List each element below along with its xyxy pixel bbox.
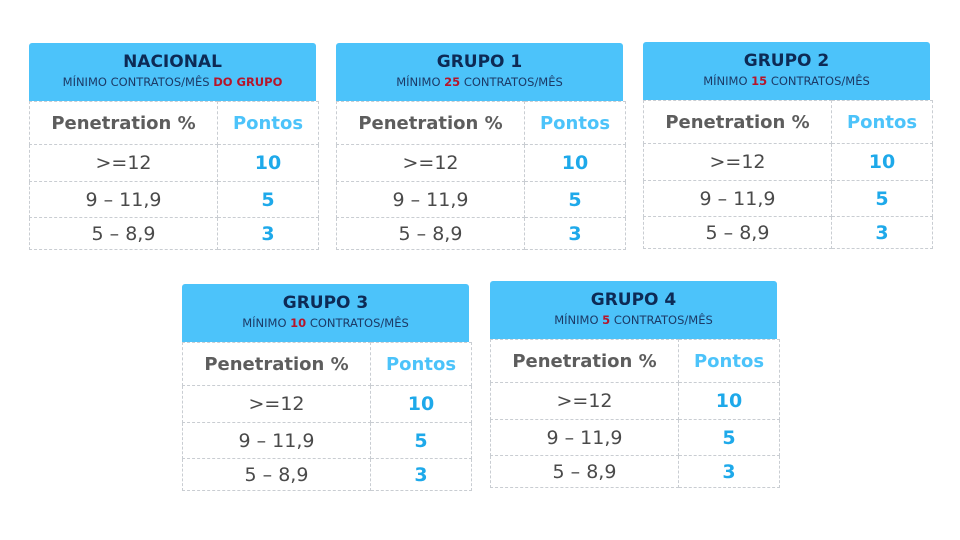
table-row: 9 – 11,9 5 <box>490 419 780 456</box>
header-penetration: Penetration % <box>490 339 679 383</box>
header-pontos: Pontos <box>524 101 626 145</box>
card-subtitle: MÍNIMO 10 CONTRATOS/MÊS <box>182 315 469 332</box>
range-cell: 5 – 8,9 <box>643 216 832 249</box>
subtitle-prefix: MÍNIMO CONTRATOS/MÊS <box>62 75 214 89</box>
header-pontos: Pontos <box>831 100 933 144</box>
range-cell: 5 – 8,9 <box>336 217 525 250</box>
card-grupo-2: GRUPO 2 MÍNIMO 15 CONTRATOS/MÊS Penetrat… <box>643 42 933 249</box>
card-header: GRUPO 1 MÍNIMO 25 CONTRATOS/MÊS <box>336 43 623 101</box>
table-header-row: Penetration % Pontos <box>490 339 780 383</box>
table-row: 9 – 11,9 5 <box>29 181 319 218</box>
card-title: GRUPO 2 <box>743 51 830 71</box>
range-cell: 5 – 8,9 <box>182 458 371 491</box>
card-grupo-3: GRUPO 3 MÍNIMO 10 CONTRATOS/MÊS Penetrat… <box>182 284 472 491</box>
subtitle-suffix: CONTRATOS/MÊS <box>610 313 713 327</box>
table-row: 5 – 8,9 3 <box>182 458 472 491</box>
card-subtitle: MÍNIMO 25 CONTRATOS/MÊS <box>336 74 623 91</box>
subtitle-highlight: 15 <box>751 74 768 88</box>
table-row: >=12 10 <box>490 382 780 420</box>
table-row: 5 – 8,9 3 <box>336 217 626 250</box>
card-header: GRUPO 2 MÍNIMO 15 CONTRATOS/MÊS <box>643 42 930 100</box>
card-title: GRUPO 4 <box>590 290 677 310</box>
header-penetration: Penetration % <box>29 101 218 145</box>
subtitle-highlight: DO GRUPO <box>213 75 283 89</box>
points-table: Penetration % Pontos >=12 10 9 – 11,9 5 … <box>29 101 319 250</box>
points-table: Penetration % Pontos >=12 10 9 – 11,9 5 … <box>182 342 472 491</box>
table-row: 5 – 8,9 3 <box>643 216 933 249</box>
range-cell: >=12 <box>490 382 679 420</box>
table-row: 5 – 8,9 3 <box>29 217 319 250</box>
subtitle-prefix: MÍNIMO <box>242 316 291 330</box>
subtitle-highlight: 10 <box>290 316 307 330</box>
header-pontos: Pontos <box>678 339 780 383</box>
range-cell: 9 – 11,9 <box>490 419 679 456</box>
range-cell: 5 – 8,9 <box>29 217 218 250</box>
card-title: GRUPO 3 <box>282 293 369 313</box>
card-header: GRUPO 4 MÍNIMO 5 CONTRATOS/MÊS <box>490 281 777 339</box>
points-cell: 10 <box>678 382 780 420</box>
range-cell: 9 – 11,9 <box>29 181 218 218</box>
card-subtitle: MÍNIMO 15 CONTRATOS/MÊS <box>643 73 930 90</box>
card-grupo-1: GRUPO 1 MÍNIMO 25 CONTRATOS/MÊS Penetrat… <box>336 43 626 250</box>
subtitle-prefix: MÍNIMO <box>703 74 752 88</box>
card-grupo-4: GRUPO 4 MÍNIMO 5 CONTRATOS/MÊS Penetrati… <box>490 281 780 488</box>
points-cell: 3 <box>524 217 626 250</box>
table-row: 9 – 11,9 5 <box>643 180 933 217</box>
table-header-row: Penetration % Pontos <box>182 342 472 386</box>
range-cell: >=12 <box>182 385 371 423</box>
range-cell: 9 – 11,9 <box>336 181 525 218</box>
card-header: NACIONAL MÍNIMO CONTRATOS/MÊS DO GRUPO <box>29 43 316 101</box>
header-penetration: Penetration % <box>336 101 525 145</box>
table-header-row: Penetration % Pontos <box>643 100 933 144</box>
card-nacional: NACIONAL MÍNIMO CONTRATOS/MÊS DO GRUPO P… <box>29 43 319 250</box>
card-header: GRUPO 3 MÍNIMO 10 CONTRATOS/MÊS <box>182 284 469 342</box>
points-cell: 10 <box>831 143 933 181</box>
table-row: 5 – 8,9 3 <box>490 455 780 488</box>
points-cell: 10 <box>370 385 472 423</box>
table-row: >=12 10 <box>29 144 319 182</box>
table-row: 9 – 11,9 5 <box>336 181 626 218</box>
points-cell: 5 <box>524 181 626 218</box>
points-cell: 3 <box>370 458 472 491</box>
subtitle-suffix: CONTRATOS/MÊS <box>767 74 870 88</box>
header-pontos: Pontos <box>370 342 472 386</box>
range-cell: >=12 <box>29 144 218 182</box>
points-cell: 3 <box>678 455 780 488</box>
table-header-row: Penetration % Pontos <box>29 101 319 145</box>
card-subtitle: MÍNIMO CONTRATOS/MÊS DO GRUPO <box>29 74 316 91</box>
header-pontos: Pontos <box>217 101 319 145</box>
table-header-row: Penetration % Pontos <box>336 101 626 145</box>
card-title: NACIONAL <box>123 52 222 72</box>
points-cell: 3 <box>217 217 319 250</box>
points-cell: 5 <box>831 180 933 217</box>
points-cell: 5 <box>370 422 472 459</box>
points-cell: 5 <box>678 419 780 456</box>
range-cell: >=12 <box>643 143 832 181</box>
header-penetration: Penetration % <box>182 342 371 386</box>
table-row: 9 – 11,9 5 <box>182 422 472 459</box>
points-cell: 10 <box>524 144 626 182</box>
header-penetration: Penetration % <box>643 100 832 144</box>
table-row: >=12 10 <box>182 385 472 423</box>
subtitle-highlight: 25 <box>444 75 461 89</box>
subtitle-suffix: CONTRATOS/MÊS <box>306 316 409 330</box>
card-title: GRUPO 1 <box>436 52 523 72</box>
points-cell: 10 <box>217 144 319 182</box>
range-cell: 9 – 11,9 <box>643 180 832 217</box>
points-cell: 5 <box>217 181 319 218</box>
range-cell: >=12 <box>336 144 525 182</box>
table-row: >=12 10 <box>643 143 933 181</box>
table-row: >=12 10 <box>336 144 626 182</box>
subtitle-prefix: MÍNIMO <box>396 75 445 89</box>
card-subtitle: MÍNIMO 5 CONTRATOS/MÊS <box>490 312 777 329</box>
subtitle-suffix: CONTRATOS/MÊS <box>460 75 563 89</box>
subtitle-prefix: MÍNIMO <box>554 313 603 327</box>
points-table: Penetration % Pontos >=12 10 9 – 11,9 5 … <box>643 100 933 249</box>
range-cell: 5 – 8,9 <box>490 455 679 488</box>
range-cell: 9 – 11,9 <box>182 422 371 459</box>
points-cell: 3 <box>831 216 933 249</box>
points-table: Penetration % Pontos >=12 10 9 – 11,9 5 … <box>336 101 626 250</box>
subtitle-highlight: 5 <box>602 313 611 327</box>
points-table: Penetration % Pontos >=12 10 9 – 11,9 5 … <box>490 339 780 488</box>
